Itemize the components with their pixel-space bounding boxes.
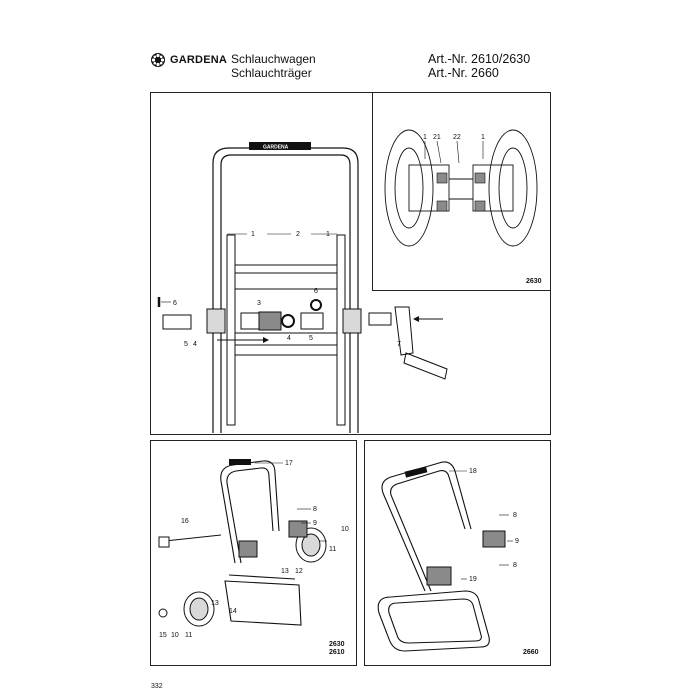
hose-reel-exploded-diagram: GARDENA <box>157 142 448 433</box>
page-number: 332 <box>151 683 163 690</box>
stand-callout-8b: 8 <box>513 562 517 569</box>
stand-callout-8a: 8 <box>513 512 517 519</box>
callout-3: 3 <box>257 300 261 307</box>
cart-callout-11a: 11 <box>329 546 336 553</box>
cart-panel: 17 16 8 9 10 11 13 12 13 14 15 10 11 263… <box>150 440 357 666</box>
stand-brackets-drawing <box>426 530 506 586</box>
cart-callout-10b: 10 <box>171 632 179 639</box>
model-code-2660: 2660 <box>523 649 539 656</box>
gardena-flower-icon <box>151 53 165 67</box>
cart-callout-13a: 13 <box>281 568 289 575</box>
cart-callout-15: 15 <box>159 632 167 639</box>
stand-frame-drawing <box>377 461 490 652</box>
arrow-head-icon <box>263 337 269 343</box>
crank-arrow-head-icon <box>413 316 419 322</box>
cart-callout-10a: 10 <box>341 526 349 533</box>
main-callout-lines <box>161 233 337 303</box>
cart-callout-12: 12 <box>295 568 303 575</box>
cart-callout-16: 16 <box>181 518 189 525</box>
callout-7: 7 <box>397 341 401 348</box>
stand-panel: 18 8 9 8 19 2660 <box>364 440 551 666</box>
stand-callout-lines <box>449 470 513 580</box>
callout-4a: 4 <box>193 341 197 348</box>
frame-brand-label: GARDENA <box>263 145 289 151</box>
cart-wheels-drawing <box>158 520 327 627</box>
cart-handle-grip <box>229 459 251 465</box>
cart-callout-11b: 11 <box>185 632 192 639</box>
cart-callout-9: 9 <box>313 520 317 527</box>
callout-6a: 6 <box>173 300 177 307</box>
crank-handle-drawing <box>368 306 448 380</box>
callout-2: 2 <box>296 231 300 238</box>
model-code-2610: 2610 <box>329 649 345 656</box>
reel-detail-panel: 1 21 22 1 2630 <box>372 92 551 291</box>
stand-handle-grip <box>404 466 428 478</box>
reel-callout-1a: 1 <box>423 134 427 141</box>
callout-5a: 5 <box>184 341 188 348</box>
reel-callout-lines <box>424 140 484 164</box>
product-title-1: Schlauchwagen <box>231 52 316 66</box>
callout-6b: 6 <box>314 288 318 295</box>
cart-callout-lines <box>255 462 327 542</box>
reel-callout-1b: 1 <box>481 134 485 141</box>
stand-callout-19: 19 <box>469 576 477 583</box>
stand-callout-9: 9 <box>515 538 519 545</box>
reel-couplings <box>436 172 486 212</box>
reel-callout-21: 21 <box>433 134 441 141</box>
stand-callout-18: 18 <box>469 468 477 475</box>
product-title-2: Schlauchträger <box>231 66 312 80</box>
reel-2630-diagram: 1 21 22 1 2630 <box>384 129 542 285</box>
callout-5b: 5 <box>309 335 313 342</box>
model-code-2630: 2630 <box>526 278 542 285</box>
cart-callout-14: 14 <box>229 608 237 615</box>
brand-name: GARDENA <box>170 54 228 66</box>
model-code-2630-b: 2630 <box>329 641 345 648</box>
gardena-logo: GARDENA <box>150 52 227 68</box>
reel-2630-drawing <box>384 129 538 247</box>
stand-diagram: 18 8 9 8 19 2660 <box>377 461 539 656</box>
callout-1a: 1 <box>251 231 255 238</box>
reel-callout-22: 22 <box>453 134 461 141</box>
axle-fittings-drawing <box>157 297 362 334</box>
article-number-2: Art.-Nr. 2660 <box>428 66 499 80</box>
callout-1b: 1 <box>326 231 330 238</box>
cart-diagram: 17 16 8 9 10 11 13 12 13 14 15 10 11 263… <box>158 459 349 656</box>
cart-callout-17: 17 <box>285 460 293 467</box>
article-number-1: Art.-Nr. 2610/2630 <box>428 52 531 66</box>
frame-handle-grip <box>249 142 311 150</box>
cart-callout-8: 8 <box>313 506 317 513</box>
reel-drum-drawing <box>226 234 346 426</box>
cart-frame-drawing <box>220 460 302 626</box>
cart-callout-13b: 13 <box>211 600 219 607</box>
callout-4b: 4 <box>287 335 291 342</box>
